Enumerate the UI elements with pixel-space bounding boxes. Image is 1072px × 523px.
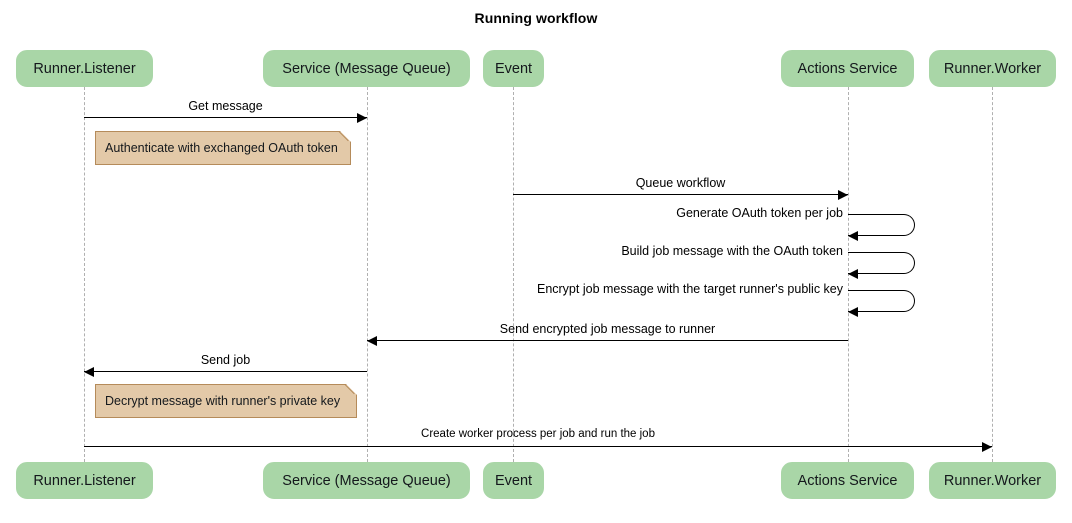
- message-arrowhead: [84, 366, 94, 377]
- message-arrowhead: [838, 189, 848, 200]
- lifeline-runner-listener: [84, 87, 85, 462]
- message-label: Get message: [188, 99, 263, 113]
- participant-label: Runner.Worker: [943, 60, 1042, 77]
- lifeline-service-mq: [367, 87, 368, 462]
- message-label: Send encrypted job message to runner: [499, 322, 716, 336]
- diagram-title: Running workflow: [474, 10, 598, 26]
- note-decrypt: Decrypt message with runner's private ke…: [95, 384, 357, 418]
- self-message-loop: [848, 214, 915, 236]
- participant-actions-service-bottom[interactable]: Actions Service: [781, 462, 914, 499]
- note-fold-corner-icon: [346, 384, 357, 395]
- participant-service-mq-bottom[interactable]: Service (Message Queue): [263, 462, 470, 499]
- message-label: Send job: [200, 353, 251, 367]
- participant-runner-listener-top[interactable]: Runner.Listener: [16, 50, 153, 87]
- participant-event-top[interactable]: Event: [483, 50, 544, 87]
- participant-label: Event: [494, 60, 533, 77]
- message-arrowhead: [357, 112, 367, 123]
- message-arrowhead: [982, 441, 992, 452]
- participant-label: Runner.Listener: [33, 60, 136, 77]
- participant-label: Actions Service: [797, 472, 898, 489]
- note-label: Decrypt message with runner's private ke…: [105, 394, 341, 408]
- participant-label: Service (Message Queue): [282, 472, 451, 489]
- participant-runner-listener-bottom[interactable]: Runner.Listener: [16, 462, 153, 499]
- message-line: [513, 194, 848, 195]
- message-line: [84, 446, 992, 447]
- message-line: [367, 340, 848, 341]
- participant-label: Actions Service: [797, 60, 898, 77]
- lifeline-runner-worker: [992, 87, 993, 462]
- participant-actions-service-top[interactable]: Actions Service: [781, 50, 914, 87]
- participant-label: Event: [494, 472, 533, 489]
- message-label: Create worker process per job and run th…: [421, 428, 655, 440]
- self-message-arrowhead: [848, 230, 858, 241]
- note-label: Authenticate with exchanged OAuth token: [105, 141, 338, 155]
- lifeline-event: [513, 87, 514, 462]
- message-label: Queue workflow: [635, 176, 726, 190]
- note-authenticate: Authenticate with exchanged OAuth token: [95, 131, 351, 165]
- message-arrowhead: [367, 335, 377, 346]
- note-fold-corner-icon: [340, 131, 351, 142]
- self-message-arrowhead: [848, 268, 858, 279]
- self-message-label: Encrypt job message with the target runn…: [536, 282, 843, 296]
- message-line: [84, 371, 367, 372]
- self-message-loop: [848, 252, 915, 274]
- participant-runner-worker-bottom[interactable]: Runner.Worker: [929, 462, 1056, 499]
- participant-label: Runner.Worker: [943, 472, 1042, 489]
- participant-service-mq-top[interactable]: Service (Message Queue): [263, 50, 470, 87]
- participant-runner-worker-top[interactable]: Runner.Worker: [929, 50, 1056, 87]
- participant-event-bottom[interactable]: Event: [483, 462, 544, 499]
- self-message-loop: [848, 290, 915, 312]
- participant-label: Runner.Listener: [33, 472, 136, 489]
- participant-label: Service (Message Queue): [282, 60, 451, 77]
- self-message-arrowhead: [848, 306, 858, 317]
- self-message-label: Generate OAuth token per job: [676, 206, 843, 220]
- self-message-label: Build job message with the OAuth token: [621, 244, 843, 258]
- message-line: [84, 117, 367, 118]
